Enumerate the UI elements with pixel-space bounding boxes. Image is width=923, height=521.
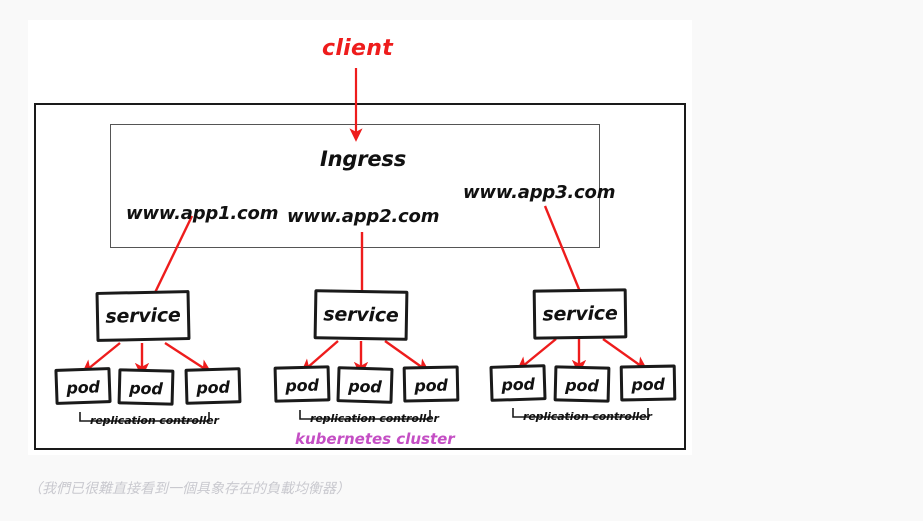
diagram-caption: （我們已很難直接看到一個具象存在的負載均衡器） (28, 481, 350, 497)
pod-label-3-2: pod (565, 375, 599, 396)
pod-label-3-1: pod (501, 374, 535, 395)
service-box-3[interactable]: service (532, 288, 628, 340)
pod-label-3-3: pod (631, 374, 665, 395)
route-host-app2: www.app2.com (287, 206, 440, 227)
service-label-3: service (542, 302, 618, 326)
pod-box-3-3[interactable]: pod (619, 364, 677, 402)
pod-box-2-3[interactable]: pod (402, 365, 460, 403)
service-box-1[interactable]: service (95, 290, 191, 342)
replication-controller-label-1: replication controller (90, 414, 219, 427)
service-label-1: service (105, 304, 181, 328)
client-label: client (322, 36, 394, 61)
pod-label-1-1: pod (66, 377, 101, 398)
kubernetes-cluster-boundary (34, 103, 686, 450)
pod-box-1-3[interactable]: pod (184, 367, 242, 405)
pod-box-3-2[interactable]: pod (553, 365, 611, 403)
service-label-2: service (323, 303, 399, 327)
pod-label-1-3: pod (196, 377, 230, 398)
route-host-app1: www.app1.com (126, 203, 279, 224)
pod-label-2-3: pod (414, 375, 448, 396)
pod-label-1-2: pod (129, 378, 163, 399)
pod-box-3-1[interactable]: pod (489, 364, 547, 402)
kubernetes-cluster-label: kubernetes cluster (295, 430, 455, 448)
replication-controller-label-3: replication controller (523, 410, 652, 423)
pod-box-2-1[interactable]: pod (273, 365, 331, 403)
pod-box-1-1[interactable]: pod (54, 367, 112, 405)
pod-box-1-2[interactable]: pod (117, 368, 175, 406)
pod-box-2-2[interactable]: pod (336, 366, 394, 404)
service-box-2[interactable]: service (313, 289, 409, 341)
pod-label-2-2: pod (348, 376, 382, 397)
route-host-app3: www.app3.com (463, 182, 616, 203)
pod-label-2-1: pod (285, 375, 319, 396)
ingress-label: Ingress (320, 147, 406, 171)
replication-controller-label-2: replication controller (310, 412, 439, 425)
